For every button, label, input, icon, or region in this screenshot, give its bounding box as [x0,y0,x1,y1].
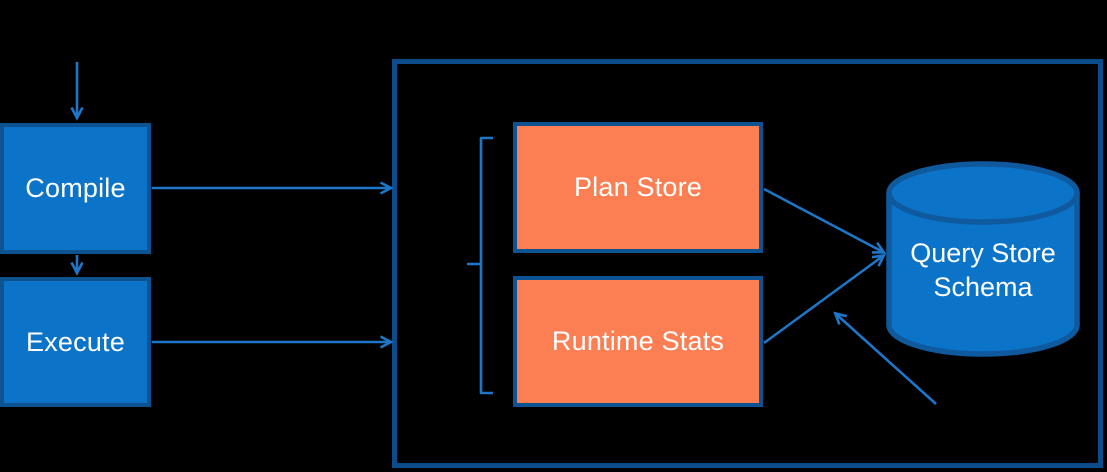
plan-store-node: Plan Store [513,122,763,253]
compile-label: Compile [25,173,126,203]
query-store-container-box [392,59,1103,468]
runtime-stats-label: Runtime Stats [551,326,725,356]
runtime-stats-node: Runtime Stats [513,276,763,407]
query-store-schema-label: Query Store Schema [889,236,1077,304]
plan-store-label: Plan Store [573,172,703,202]
bracket-icon [467,136,493,395]
compile-node: Compile [0,123,151,254]
query-store-schema-label-line1: Query Store [910,238,1056,268]
arrow-runtime-stats-to-schema [763,253,887,345]
arrow-plan-store-to-schema [763,187,887,254]
query-store-database-cylinder-icon [886,161,1080,357]
query-store-schema-label-line2: Schema [933,272,1033,302]
execute-node: Execute [0,277,151,407]
execute-label: Execute [26,326,125,357]
arrow-lower-right-to-schema [833,311,937,405]
